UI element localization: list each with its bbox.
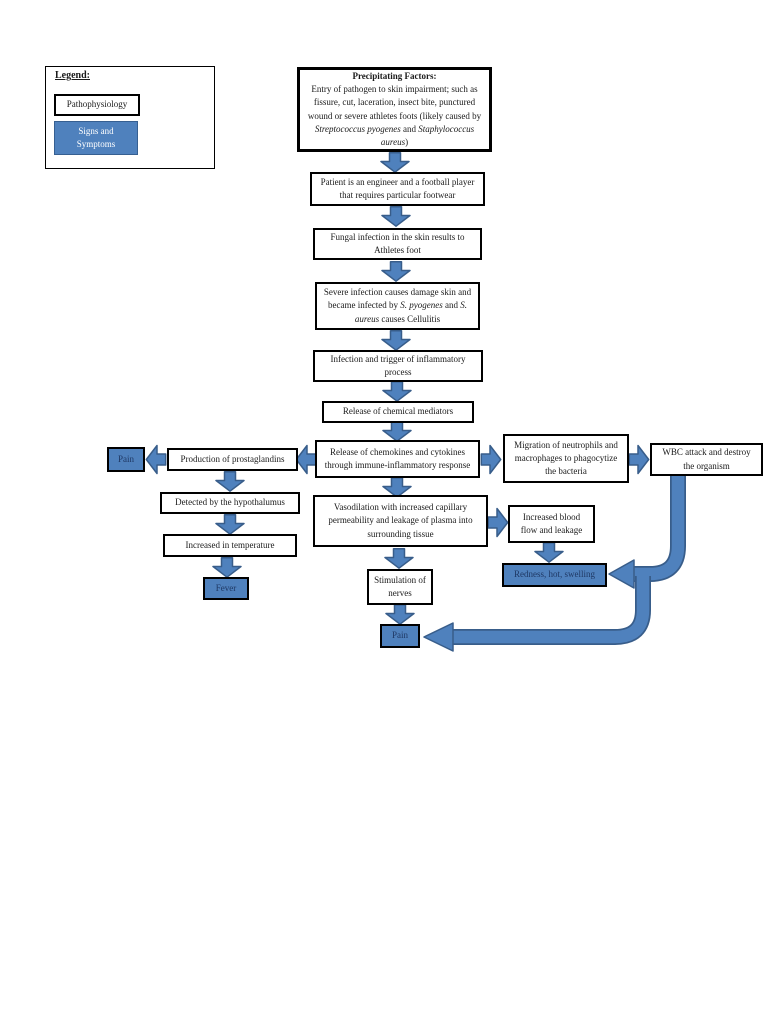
- legend-item-signs-symptoms: Signs and Symptoms: [54, 121, 138, 155]
- arrow-down-icon: [382, 380, 412, 402]
- arrow-down-icon: [381, 260, 411, 282]
- elbow-connector-wbc-to-redness: [608, 476, 686, 589]
- chemokines-box: Release of chemokines and cytokines thro…: [315, 440, 480, 478]
- pain-bottom-box: Pain: [380, 624, 420, 648]
- arrow-down-icon: [380, 151, 410, 173]
- hypothalamus-text: Detected by the hypothalumus: [175, 497, 285, 508]
- chemical-mediators-text: Release of chemical mediators: [342, 406, 454, 417]
- fever-text: Fever: [215, 582, 237, 593]
- fungal-infection-box: Fungal infection in the skin results to …: [313, 228, 482, 260]
- pain-bottom-text: Pain: [391, 630, 408, 641]
- fungal-infection-text: Fungal infection in the skin results to …: [330, 231, 465, 255]
- precipitating-factors-title: Precipitating Factors:: [352, 71, 437, 82]
- nerve-stimulation-text: Stimulation of nerves: [374, 574, 426, 598]
- wbc-text: WBC attack and destroy the organism: [662, 447, 751, 471]
- arrow-left-icon: [145, 444, 167, 474]
- severe-infection-box: Severe infection causes damage skin and …: [315, 282, 480, 330]
- arrow-down-icon: [534, 541, 564, 563]
- legend-title: Legend:: [55, 70, 90, 81]
- chemical-mediators-box: Release of chemical mediators: [322, 401, 474, 423]
- arrow-right-icon: [487, 507, 509, 537]
- nerve-stimulation-box: Stimulation of nerves: [367, 569, 433, 605]
- hypothalamus-box: Detected by the hypothalumus: [160, 492, 300, 514]
- prostaglandins-text: Production of prostaglandins: [180, 453, 285, 464]
- arrow-down-icon: [381, 329, 411, 351]
- pain-left-box: Pain: [107, 447, 145, 472]
- blood-flow-text: Increased blood flow and leakage: [520, 511, 583, 535]
- legend-signs-symptoms-label: Signs and Symptoms: [76, 125, 116, 149]
- elbow-connector-wbc-to-pain: [423, 576, 651, 652]
- arrow-left-icon: [295, 444, 317, 474]
- arrow-down-icon: [382, 420, 412, 442]
- arrow-down-icon: [381, 205, 411, 227]
- infection-trigger-box: Infection and trigger of inflammatory pr…: [313, 350, 483, 382]
- temperature-box: Increased in temperature: [163, 534, 297, 557]
- blood-flow-box: Increased blood flow and leakage: [508, 505, 595, 543]
- arrow-down-icon: [384, 547, 414, 569]
- arrow-down-icon: [212, 556, 242, 578]
- wbc-box: WBC attack and destroy the organism: [650, 443, 763, 476]
- prostaglandins-box: Production of prostaglandins: [167, 448, 298, 471]
- precipitating-factors-box: Precipitating Factors: Entry of pathogen…: [297, 67, 492, 152]
- arrow-down-icon: [215, 513, 245, 535]
- pain-left-text: Pain: [117, 453, 134, 464]
- patient-text: Patient is an engineer and a football pl…: [320, 176, 475, 200]
- arrow-down-icon: [382, 476, 412, 498]
- arrow-right-icon: [480, 444, 502, 474]
- patient-box: Patient is an engineer and a football pl…: [310, 172, 485, 206]
- chemokines-text: Release of chemokines and cytokines thro…: [324, 446, 471, 470]
- arrow-down-icon: [215, 470, 245, 492]
- legend-pathophysiology-label: Pathophysiology: [66, 99, 128, 110]
- severe-infection-text: Severe infection causes damage skin and …: [323, 287, 472, 324]
- redness-box: Redness, hot, swelling: [502, 563, 607, 587]
- vasodilation-text: Vasodilation with increased capillary pe…: [328, 502, 473, 539]
- infection-trigger-text: Infection and trigger of inflammatory pr…: [330, 353, 466, 377]
- fever-box: Fever: [203, 577, 249, 600]
- redness-text: Redness, hot, swelling: [514, 569, 595, 580]
- arrow-right-icon: [628, 444, 650, 474]
- migration-box: Migration of neutrophils and macrophages…: [503, 434, 629, 483]
- vasodilation-box: Vasodilation with increased capillary pe…: [313, 495, 488, 547]
- temperature-text: Increased in temperature: [185, 539, 275, 550]
- legend-item-pathophysiology: Pathophysiology: [54, 94, 140, 116]
- migration-text: Migration of neutrophils and macrophages…: [514, 439, 618, 477]
- precipitating-factors-text: Entry of pathogen to skin impairment; su…: [307, 84, 482, 147]
- arrow-down-icon: [385, 603, 415, 625]
